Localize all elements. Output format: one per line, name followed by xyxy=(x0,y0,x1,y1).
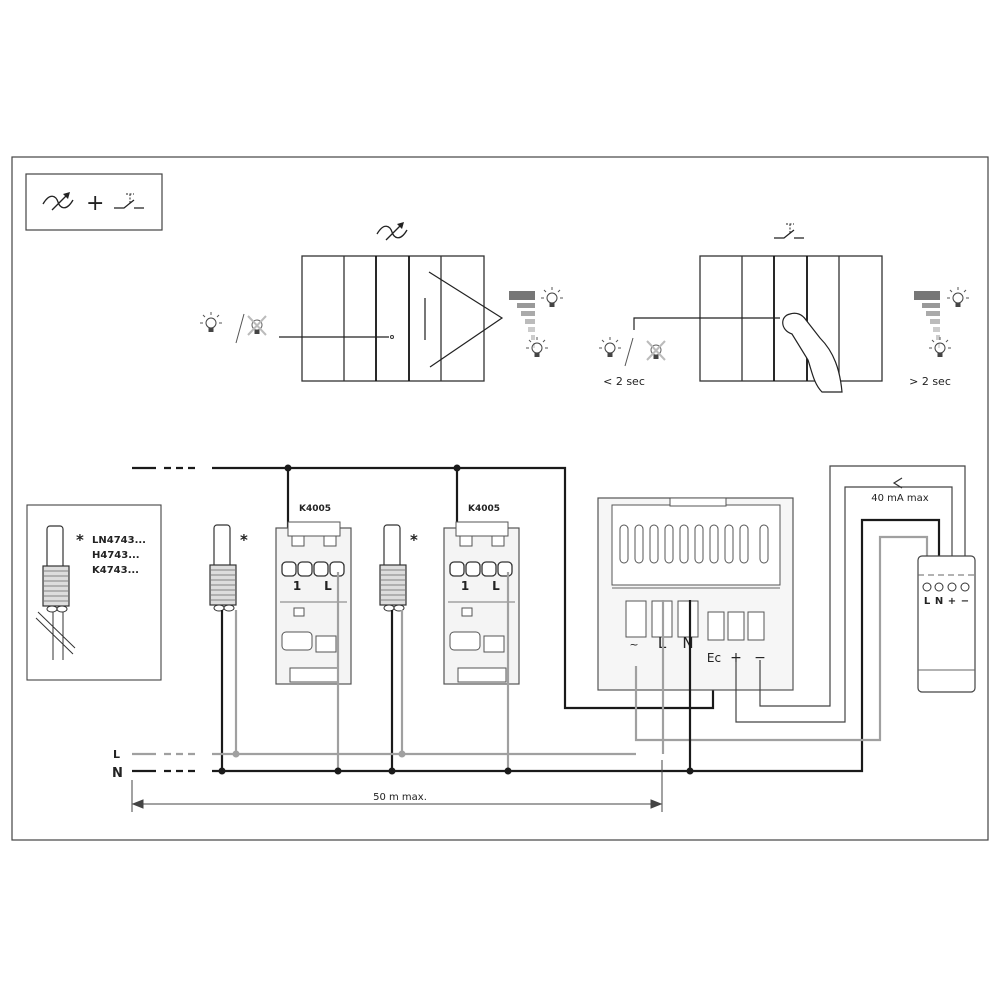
led-driver: L N + − xyxy=(917,555,976,693)
terminal-l-label: L xyxy=(492,579,500,593)
bulb-bright-icon xyxy=(540,286,564,308)
asterisk: * xyxy=(240,531,248,549)
k4005-device-1 xyxy=(275,521,352,685)
current-arrow-icon xyxy=(892,477,903,489)
pushbutton-symbol-icon xyxy=(113,193,145,209)
bulb-on-icon xyxy=(598,336,622,358)
remote-control-icon xyxy=(42,525,70,613)
finger-icon xyxy=(782,312,843,393)
device-label: K4005 xyxy=(468,504,500,514)
bulb-dim-icon xyxy=(525,336,549,358)
dim-level-bars-icon xyxy=(914,291,940,348)
junction-dot xyxy=(284,464,292,472)
junction-dot xyxy=(453,464,461,472)
dimmed-output-wire xyxy=(634,535,929,742)
line-label: L xyxy=(113,748,120,761)
asterisk: * xyxy=(76,531,84,549)
distance-label: 50 m max. xyxy=(373,792,427,803)
distance-dimension xyxy=(131,760,663,812)
plus-sign: + xyxy=(86,191,104,216)
neutral-label: N xyxy=(112,766,123,781)
junction-dots xyxy=(218,750,694,775)
pushbutton-panel: < 2 sec > 2 sec xyxy=(598,223,970,393)
terminal-n-label: N xyxy=(682,634,693,652)
bulb-bright-icon xyxy=(946,286,970,308)
driver-terminal-minus: − xyxy=(961,596,969,607)
terminal-minus-label: − xyxy=(754,650,766,666)
driver-terminal-l: L xyxy=(924,596,931,607)
terminal-ec-label: Ec xyxy=(707,651,721,665)
device-label: K4005 xyxy=(299,504,331,514)
dim-level-bars-icon xyxy=(509,291,535,348)
bulb-off-icon xyxy=(646,340,666,361)
bulb-off-icon xyxy=(247,315,267,336)
model-h4743: H4743... xyxy=(92,550,140,561)
remote-2 xyxy=(379,524,407,612)
pushbutton-symbol-icon xyxy=(773,223,805,239)
driver-terminal-n: N xyxy=(935,596,943,607)
terminal-dimmer-label: ~ xyxy=(629,638,638,651)
rotary-dimmer-panel xyxy=(199,221,564,382)
driver-terminal-plus: + xyxy=(948,596,956,607)
dimmer-module: ~ L N Ec + − xyxy=(597,497,794,691)
terminal-l-label: L xyxy=(324,579,332,593)
terminal-plus-label: + xyxy=(730,650,742,666)
diagram-frame xyxy=(11,156,989,841)
dimmer-symbol-icon xyxy=(42,191,74,211)
model-k4743: K4743... xyxy=(92,565,139,576)
remote-1 xyxy=(209,524,237,612)
model-ln4743: LN4743... xyxy=(92,535,146,546)
short-press-label: < 2 sec xyxy=(603,375,645,388)
legend-box: + xyxy=(25,173,163,231)
dimmer-symbol-icon xyxy=(376,221,408,241)
bulb-on-icon xyxy=(199,311,223,333)
slash-divider xyxy=(235,313,245,344)
current-limit-label: 40 mA max xyxy=(871,493,929,504)
mains-lines xyxy=(132,518,941,773)
terminal-1-label: 1 xyxy=(293,579,301,593)
asterisk: * xyxy=(410,531,418,549)
terminal-1-label: 1 xyxy=(461,579,469,593)
remote-info-box: * LN4743... H4743... K4743... xyxy=(26,504,162,681)
long-press-label: > 2 sec xyxy=(909,375,951,388)
